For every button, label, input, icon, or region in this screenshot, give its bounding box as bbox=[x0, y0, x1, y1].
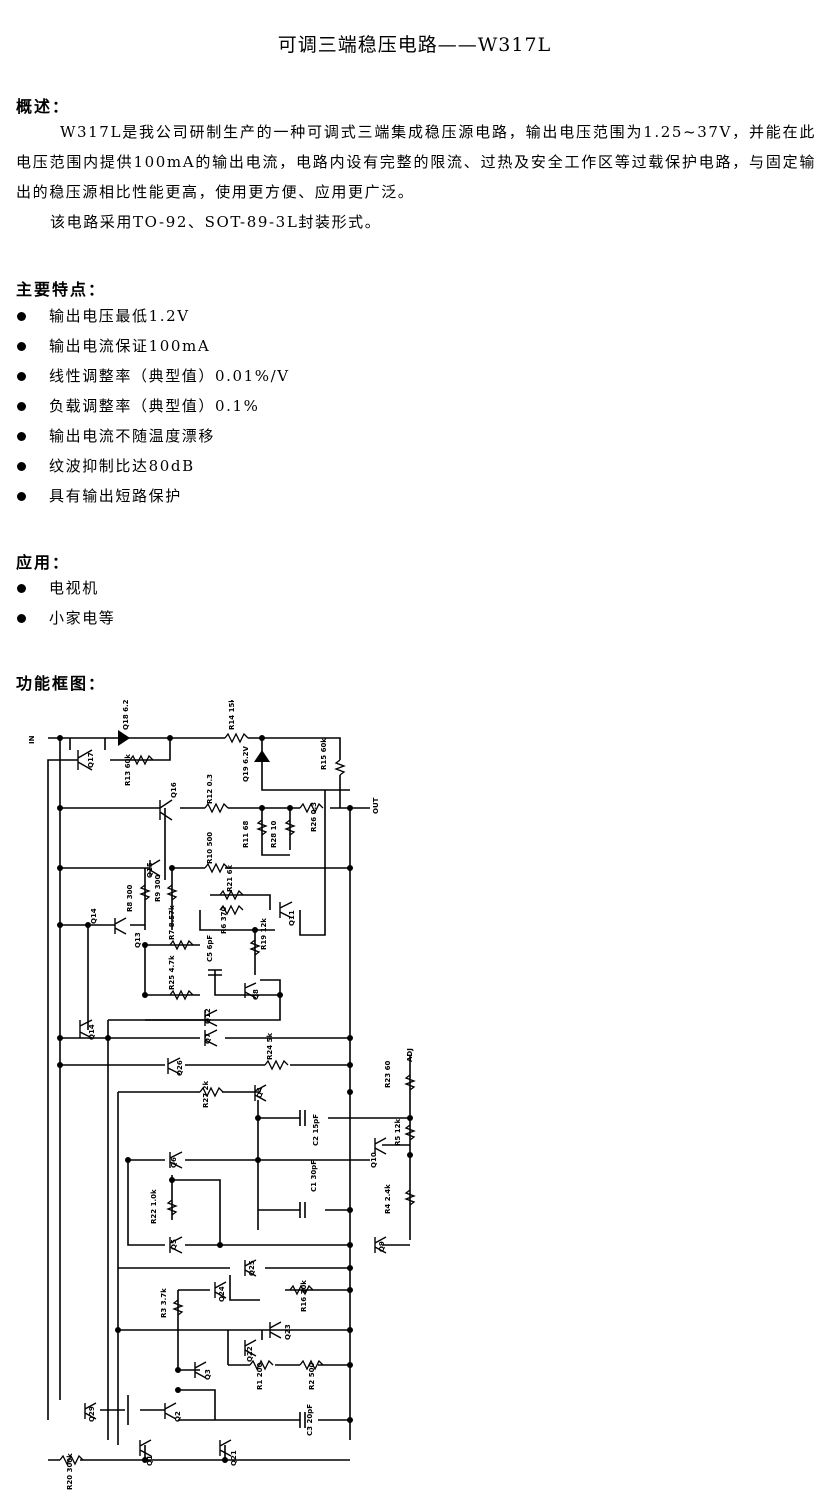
component-label: R7 8.57k bbox=[168, 905, 176, 940]
component-label: Q17 bbox=[87, 752, 95, 768]
component-label: R14 15k bbox=[228, 700, 236, 730]
component-label: Q9 bbox=[378, 1241, 386, 1252]
component-label: Q16 bbox=[170, 782, 178, 798]
overview-paragraph-1: W317L是我公司研制生产的一种可调式三端集成稳压源电路，输出电压范围为1.25… bbox=[16, 123, 816, 201]
component-label: R1 200 bbox=[256, 1363, 264, 1390]
component-label: R3 3.7k bbox=[160, 1288, 168, 1318]
component-label: R2 500 bbox=[308, 1363, 316, 1390]
component-label: Q11 bbox=[288, 910, 296, 926]
component-label: Q3 bbox=[204, 1369, 212, 1380]
list-item: 线性调整率（典型值）0.01%/V bbox=[16, 361, 290, 391]
pin-label: IN bbox=[28, 735, 36, 744]
component-label: R11 68 bbox=[242, 821, 250, 848]
component-label: Q5 bbox=[170, 1239, 178, 1250]
component-label: R28 10 bbox=[270, 821, 278, 848]
component-label: Q10 bbox=[370, 1152, 378, 1168]
component-label: Q24 bbox=[218, 1286, 226, 1302]
component-label: Q22 bbox=[246, 1346, 254, 1362]
component-label: C5 6pF bbox=[206, 935, 214, 962]
component-label: Q8 bbox=[252, 989, 260, 1000]
component-label: R5 12k bbox=[394, 1119, 402, 1146]
component-label: R23 60 bbox=[384, 1061, 392, 1088]
component-label: Q19 6.2V bbox=[242, 745, 250, 782]
list-item: 输出电流保证100mA bbox=[16, 331, 290, 361]
component-label: Q13 bbox=[134, 932, 142, 948]
circuit-labels: IN OUT ADJ Q18 6.2V R14 15k Q17 R13 60k … bbox=[28, 700, 414, 1490]
list-item: 电视机 bbox=[16, 573, 115, 603]
list-item: 输出电压最低1.2V bbox=[16, 301, 290, 331]
component-label: R12 0.3 bbox=[206, 774, 214, 804]
component-label: Q26 bbox=[176, 1060, 184, 1076]
component-label: Q14 bbox=[90, 908, 98, 924]
applications-heading: 应用： bbox=[16, 553, 71, 572]
component-label: R19 12k bbox=[260, 918, 268, 950]
component-label: Q14 bbox=[88, 1024, 96, 1040]
component-label: R16 30k bbox=[300, 1280, 308, 1312]
circuit-wires bbox=[47, 737, 411, 1461]
diagram-heading: 功能框图： bbox=[16, 674, 107, 693]
component-label: R8 300 bbox=[126, 885, 134, 912]
component-label: Q25 bbox=[248, 1260, 256, 1276]
capacitor-symbols bbox=[208, 969, 306, 1428]
component-label: R13 60k bbox=[124, 754, 132, 786]
component-label: R25 4.7k bbox=[168, 955, 176, 990]
component-label: Q7 bbox=[204, 1033, 212, 1044]
component-label: Q23 bbox=[284, 1324, 292, 1340]
applications-list: 电视机 小家电等 bbox=[16, 573, 115, 633]
page-title: 可调三端稳压电路——W317L bbox=[277, 34, 552, 56]
component-label: R6 370 bbox=[220, 907, 228, 934]
component-label: Q4 bbox=[256, 1087, 264, 1098]
features-list: 输出电压最低1.2V 输出电流保证100mA 线性调整率（典型值）0.01%/V… bbox=[16, 301, 290, 511]
component-label: Q18 6.2V bbox=[122, 700, 130, 730]
component-label: R27 2k bbox=[202, 1081, 210, 1108]
component-label: C2 15pF bbox=[312, 1114, 320, 1146]
component-label: R4 2.4k bbox=[384, 1184, 392, 1214]
component-label: R21 6k bbox=[226, 865, 234, 892]
circuit-junctions bbox=[57, 735, 413, 1463]
list-item: 负载调整率（典型值）0.1% bbox=[16, 391, 290, 421]
component-label: R22 1.0k bbox=[150, 1189, 158, 1224]
component-label: Q12 bbox=[204, 1008, 212, 1024]
component-label: Q29 bbox=[88, 1406, 96, 1422]
list-item: 输出电流不随温度漂移 bbox=[16, 421, 290, 451]
component-label: Q6 bbox=[170, 1157, 178, 1168]
component-label: Q1 bbox=[146, 1455, 154, 1466]
component-label: R20 300k bbox=[66, 1453, 74, 1490]
component-label: Q2 bbox=[174, 1411, 182, 1422]
features-heading: 主要特点： bbox=[16, 280, 107, 299]
component-label: R26 0.3 bbox=[310, 802, 318, 832]
component-label: Q15 bbox=[146, 862, 154, 878]
pin-label: OUT bbox=[372, 797, 380, 814]
overview-heading: 概述： bbox=[16, 97, 71, 116]
list-item: 纹波抑制比达80dB bbox=[16, 451, 290, 481]
diode-symbols bbox=[118, 730, 270, 762]
overview-text: W317L是我公司研制生产的一种可调式三端集成稳压源电路，输出电压范围为1.25… bbox=[16, 117, 816, 237]
component-label: C1 30pF bbox=[310, 1160, 318, 1192]
component-label: R9 300 bbox=[154, 875, 162, 902]
list-item: 具有输出短路保护 bbox=[16, 481, 290, 511]
component-label: C3 20pF bbox=[306, 1404, 314, 1436]
resistor-symbols bbox=[59, 732, 416, 1466]
transistor-symbols bbox=[77, 749, 387, 1457]
overview-paragraph-2: 该电路采用TO-92、SOT-89-3L封装形式。 bbox=[50, 213, 382, 231]
list-item: 小家电等 bbox=[16, 603, 115, 633]
component-label: R10 500 bbox=[206, 832, 214, 864]
component-label: Q21 bbox=[230, 1450, 238, 1466]
circuit-schematic: IN OUT ADJ Q18 6.2V R14 15k Q17 R13 60k … bbox=[28, 700, 416, 1490]
component-label: R24 5k bbox=[266, 1033, 274, 1060]
pin-label: ADJ bbox=[406, 1048, 414, 1062]
component-label: R15 60k bbox=[320, 738, 328, 770]
